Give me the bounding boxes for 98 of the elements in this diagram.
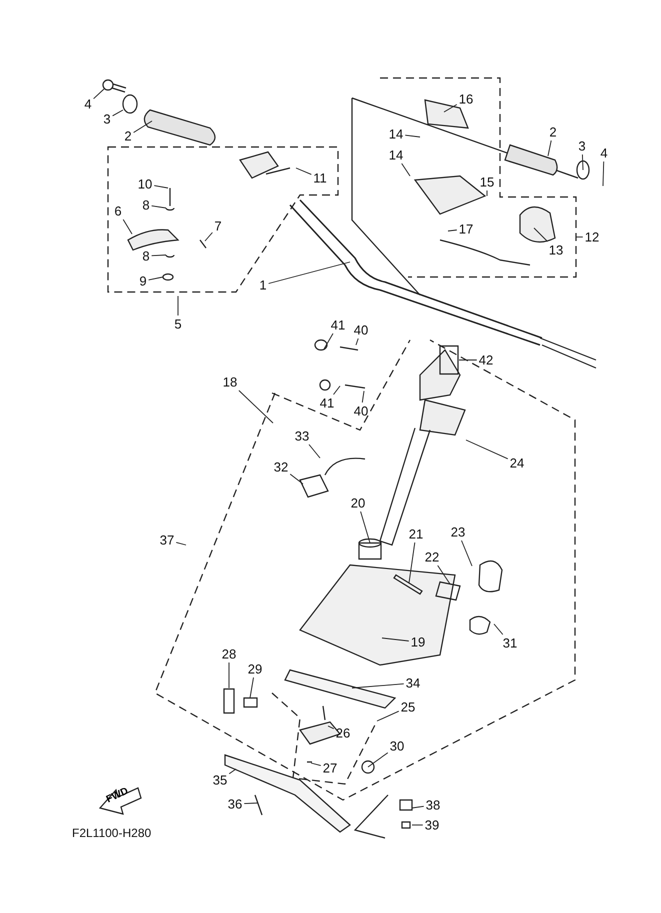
leader-line	[268, 262, 350, 284]
leader-line	[238, 390, 274, 424]
leader-line	[290, 474, 304, 484]
callout-number: 31	[502, 636, 518, 650]
callout-number: 4	[600, 146, 608, 160]
callout-number: 13	[548, 244, 564, 256]
callout-number: 36	[228, 798, 242, 810]
callout-number: 41	[320, 396, 334, 410]
leader-line	[250, 677, 254, 698]
callout-number: 18	[222, 376, 238, 388]
leader-line	[602, 161, 604, 186]
callout-number: 1	[259, 278, 267, 292]
callout-number: 20	[350, 496, 366, 510]
callout-number: 38	[426, 798, 440, 812]
leader-line	[412, 806, 424, 808]
callout-number: 29	[248, 662, 262, 676]
leader-line	[576, 236, 584, 238]
leader-line	[151, 254, 166, 256]
leader-line	[404, 134, 420, 138]
callout-number: 30	[390, 740, 404, 752]
leader-line	[466, 440, 508, 460]
leader-line	[401, 163, 410, 176]
leader-line	[408, 542, 416, 584]
callout-number: 4	[84, 98, 92, 110]
leader-line	[176, 542, 186, 546]
leader-line	[333, 386, 340, 395]
callout-number: 41	[330, 318, 346, 332]
leader-line	[310, 762, 322, 766]
callout-number: 11	[313, 172, 327, 184]
leader-line	[204, 232, 213, 242]
callout-number: 33	[294, 430, 310, 442]
callout-number: 23	[450, 526, 466, 538]
leader-line	[93, 88, 104, 100]
callout-number: 21	[408, 528, 424, 540]
leader-line	[582, 154, 584, 170]
leader-line	[548, 140, 552, 156]
callout-number: 39	[424, 818, 440, 832]
callout-number: 40	[354, 404, 368, 418]
callout-number: 40	[354, 324, 368, 336]
callout-number: 28	[222, 648, 236, 660]
leader-line	[376, 710, 400, 722]
callout-number: 14	[388, 128, 404, 140]
callout-number: 34	[406, 676, 420, 690]
leader-line	[356, 338, 359, 346]
leader-line	[122, 219, 132, 234]
callout-number: 14	[388, 148, 404, 162]
callout-number: 27	[322, 762, 338, 774]
leader-line	[494, 624, 504, 635]
leader-line	[437, 565, 450, 584]
leader-line	[352, 683, 404, 688]
callout-number: 2	[124, 130, 132, 142]
leader-line	[534, 228, 548, 242]
leader-line	[296, 168, 312, 175]
callout-number: 35	[212, 774, 228, 786]
leader-line	[328, 726, 334, 730]
callout-number: 16	[458, 92, 474, 106]
leader-line	[308, 444, 320, 458]
callout-number: 2	[549, 126, 557, 138]
leader-line	[112, 110, 124, 116]
callout-number: 19	[410, 636, 426, 648]
drawing-code: F2L1100-H280	[72, 826, 152, 840]
callout-number: 9	[139, 274, 147, 288]
leader-line	[444, 104, 458, 112]
callout-number: 25	[400, 700, 416, 714]
callout-number: 22	[424, 550, 440, 564]
leader-line	[362, 390, 364, 403]
leader-line	[360, 511, 370, 544]
callout-number: 8	[142, 198, 150, 212]
leader-line	[151, 205, 166, 208]
leader-line	[382, 638, 410, 642]
callout-number: 17	[458, 222, 474, 236]
callout-number: 3	[578, 140, 586, 152]
leader-line	[368, 752, 388, 768]
leader-line	[448, 230, 458, 232]
leader-line	[133, 120, 152, 133]
leader-line	[228, 662, 230, 688]
callout-number: 32	[274, 460, 288, 474]
leader-line	[412, 824, 424, 826]
callout-number: 3	[103, 112, 111, 126]
leader-line	[486, 190, 488, 196]
callout-number: 10	[138, 178, 152, 190]
leader-line	[148, 276, 164, 280]
direction-label: FWD	[104, 786, 130, 806]
callout-number: 8	[142, 250, 150, 262]
callout-number: 7	[214, 220, 222, 232]
callout-number: 5	[174, 318, 182, 330]
leader-line	[244, 802, 258, 804]
callout-number: 42	[478, 354, 494, 366]
leader-line	[324, 333, 334, 350]
callout-number: 6	[114, 204, 122, 218]
leader-line	[461, 540, 472, 566]
callout-number: 26	[336, 726, 350, 740]
leader-line	[154, 185, 168, 188]
callout-number: 24	[510, 456, 524, 470]
callout-number: 12	[584, 230, 600, 244]
callout-number: 15	[480, 176, 494, 188]
callout-number: 37	[160, 534, 174, 546]
leader-line	[228, 768, 236, 774]
